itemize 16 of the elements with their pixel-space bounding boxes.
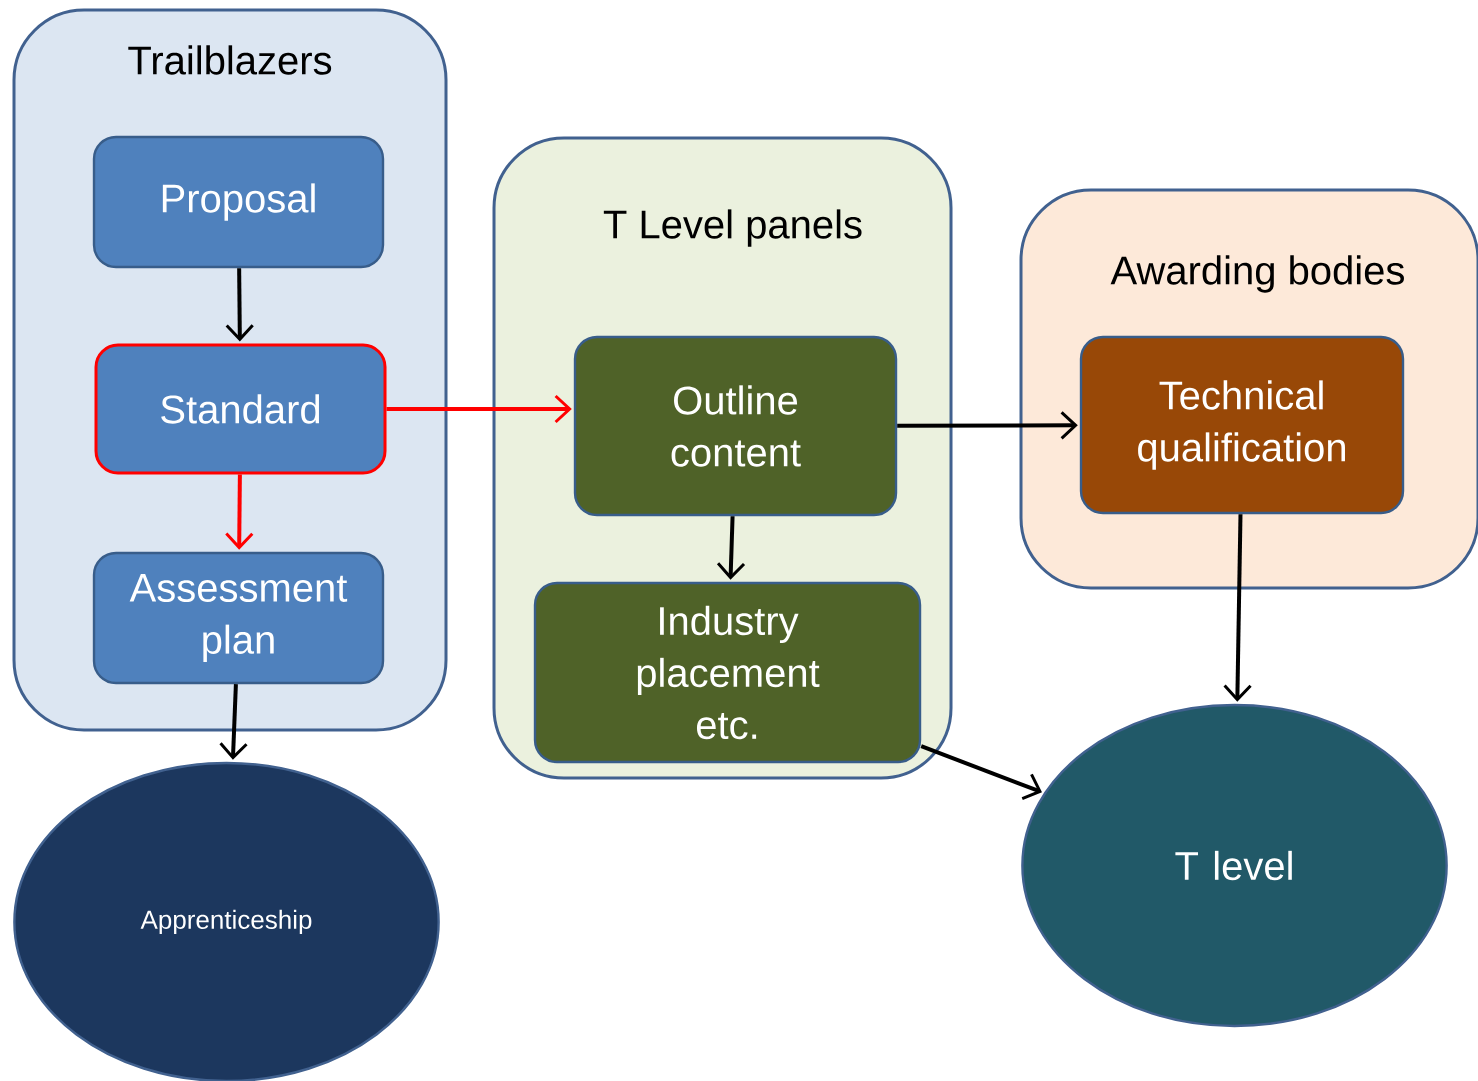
arrow [920, 744, 1042, 800]
arrow [225, 474, 254, 550]
arrow [219, 684, 248, 760]
process-box: Industry placement etc. [533, 581, 922, 764]
circle-node: Apprenticeship [13, 761, 440, 1081]
process-box: Outline content [573, 335, 898, 517]
arrow [1223, 514, 1252, 702]
arrow [897, 411, 1078, 440]
process-box: Standard [94, 343, 387, 475]
process-box: Assessment plan [92, 551, 385, 685]
arrow [225, 268, 254, 342]
process-box: Proposal [92, 135, 385, 269]
arrow [716, 516, 746, 580]
circle-node: T level [1021, 703, 1448, 1028]
arrow [386, 394, 572, 424]
process-box: Technical qualification [1079, 335, 1405, 515]
